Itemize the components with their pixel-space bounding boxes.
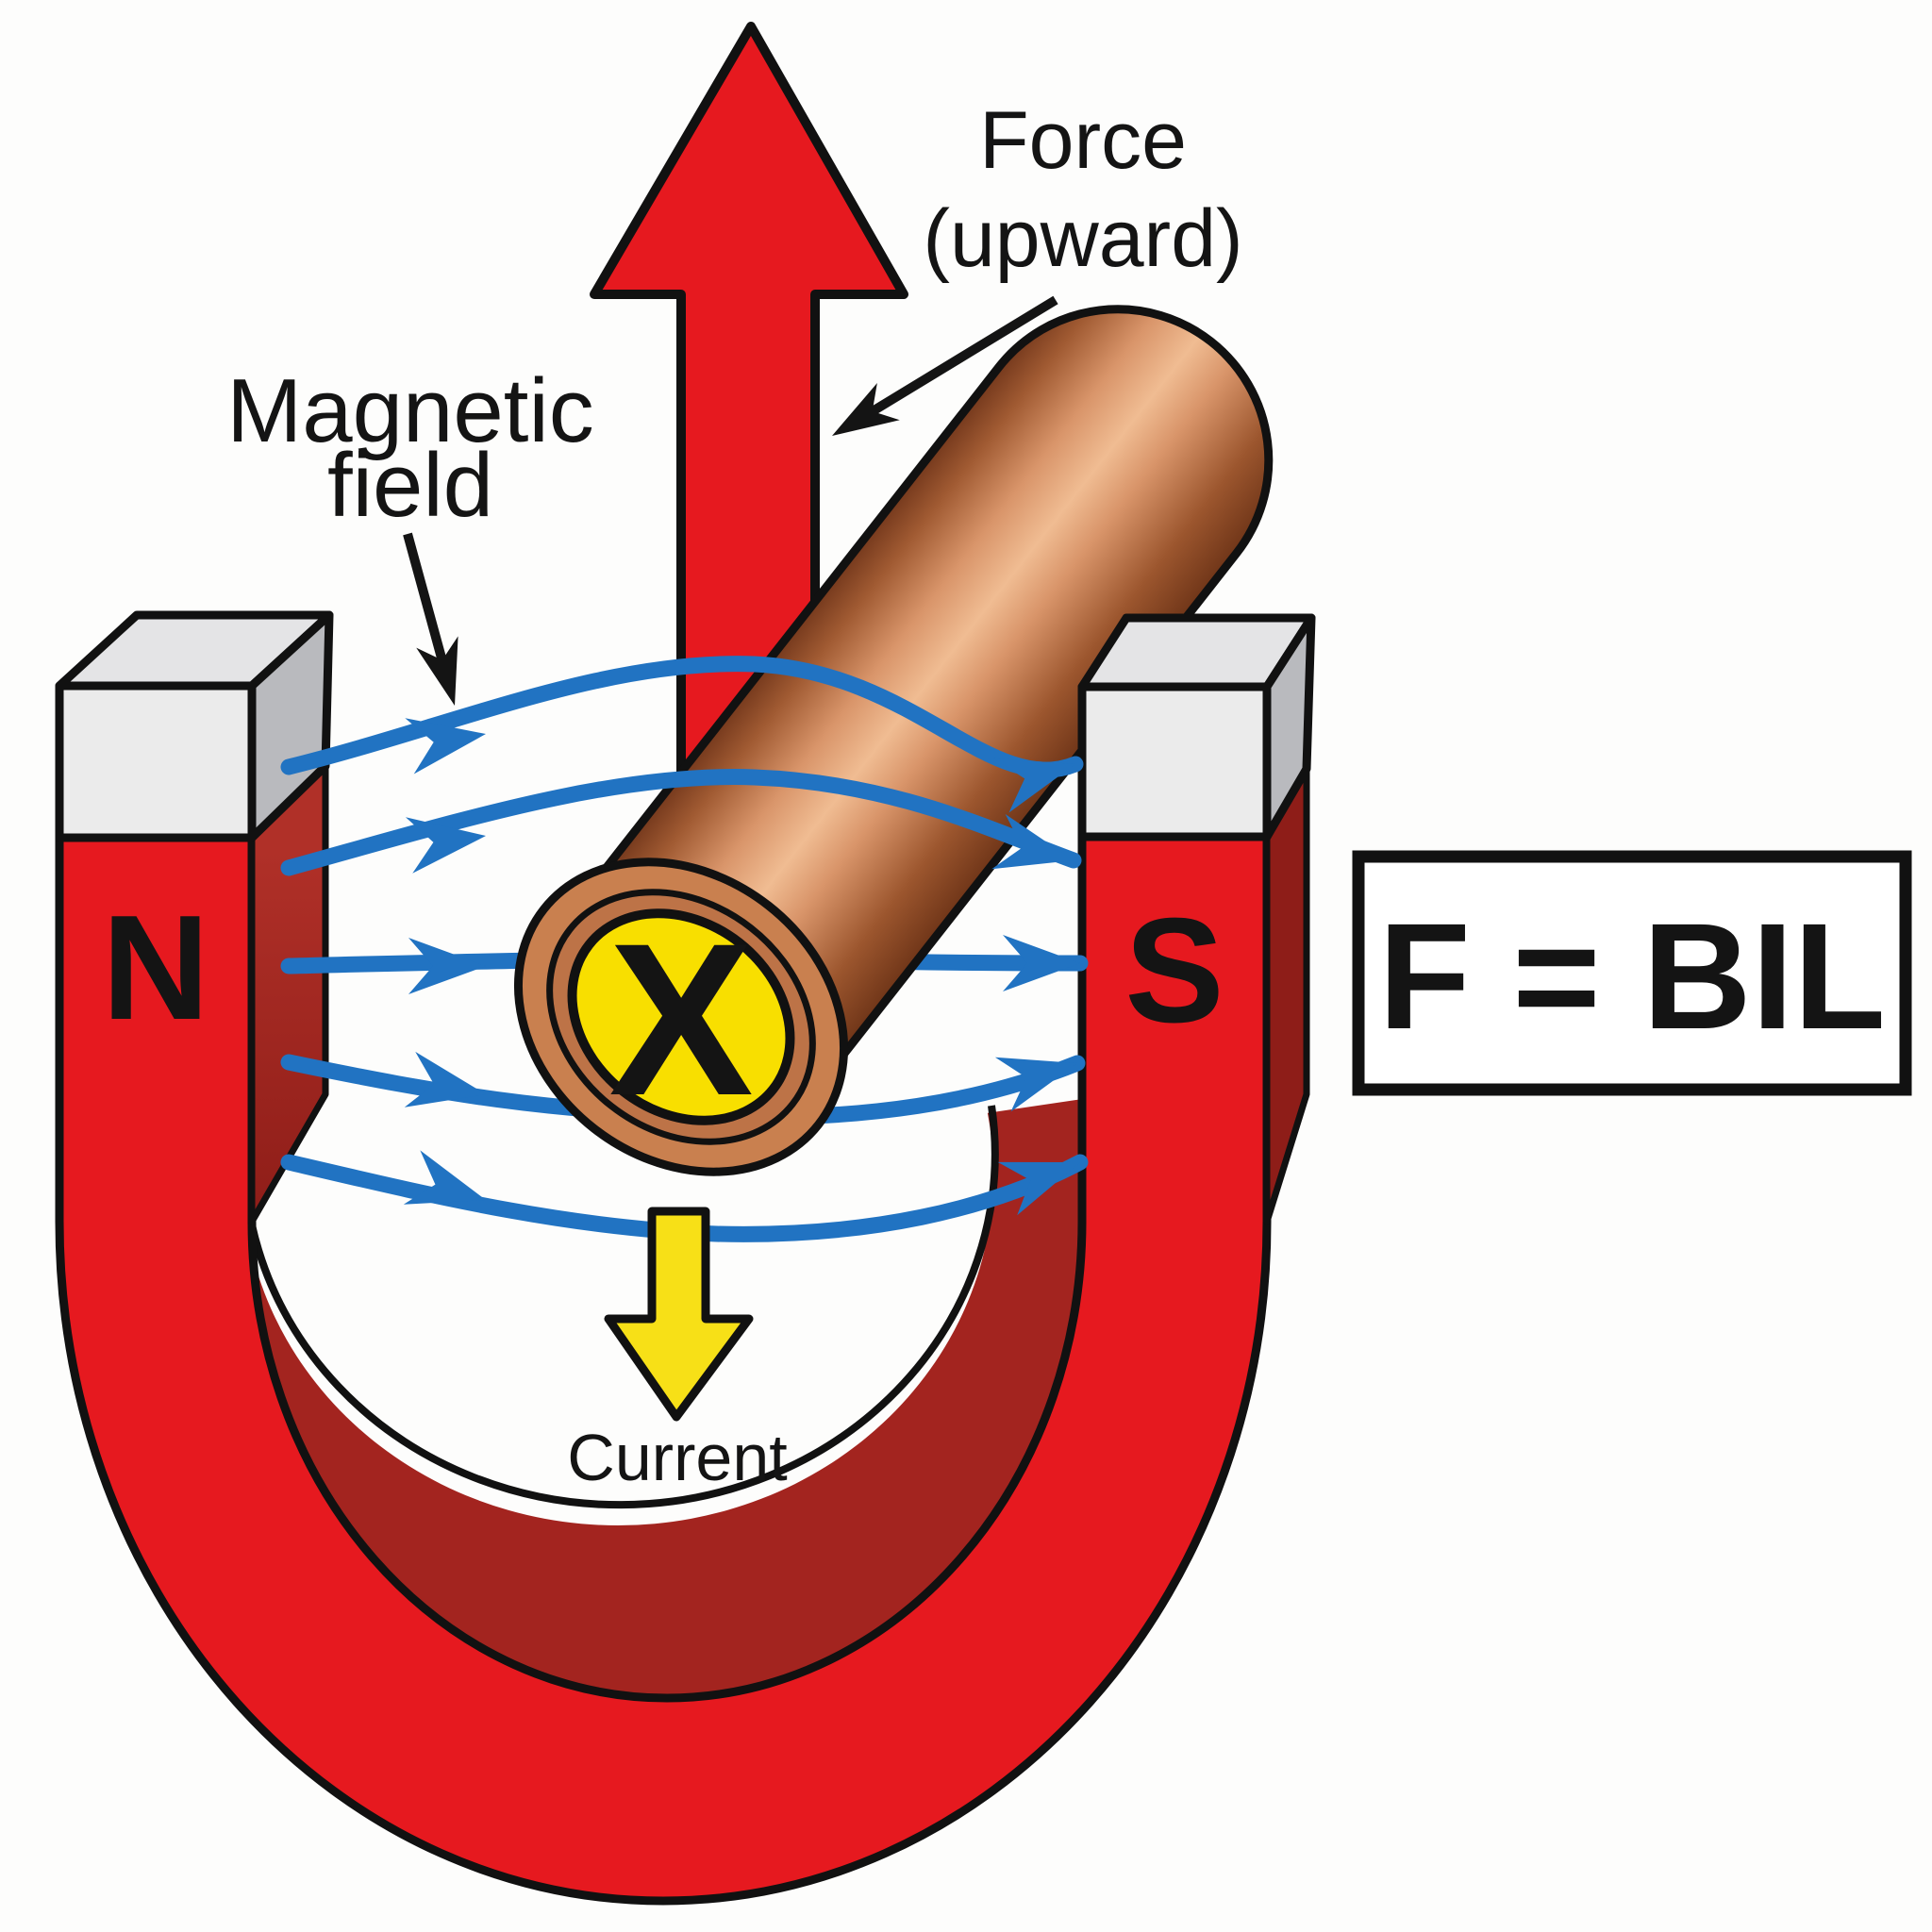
force-label: Force: [979, 95, 1187, 186]
magnet-hole-edge: [240, 1105, 999, 1509]
left-pole-tip: [55, 610, 334, 842]
magnet-front-face: [55, 832, 1272, 1906]
force-label-line2: (upward): [923, 193, 1242, 284]
formula-box-border: [1352, 850, 1912, 1096]
north-pole-label: N: [102, 885, 209, 1051]
right-pole-front-face: [1077, 682, 1272, 841]
current-label: Current: [567, 1421, 787, 1494]
magnetic-field-label: Magnetic: [226, 360, 594, 461]
label-pointers: [403, 295, 1058, 712]
south-pole-label: S: [1124, 888, 1224, 1054]
current-into-page-marker: [567, 908, 795, 1125]
field-line: [280, 1154, 1089, 1242]
right-pole-tip: [1077, 613, 1316, 841]
formula-text: F = BIL: [1378, 891, 1886, 1060]
current-down-arrow-icon: [604, 1207, 754, 1422]
formula-box: F = BIL: [1352, 850, 1912, 1096]
current-symbol-x: X: [608, 898, 753, 1141]
magnetic-field-label-line2: field: [327, 435, 493, 536]
force-pointer-line: [860, 295, 1058, 422]
field-pointer-line: [403, 532, 450, 674]
left-pole-front-face: [55, 681, 257, 842]
